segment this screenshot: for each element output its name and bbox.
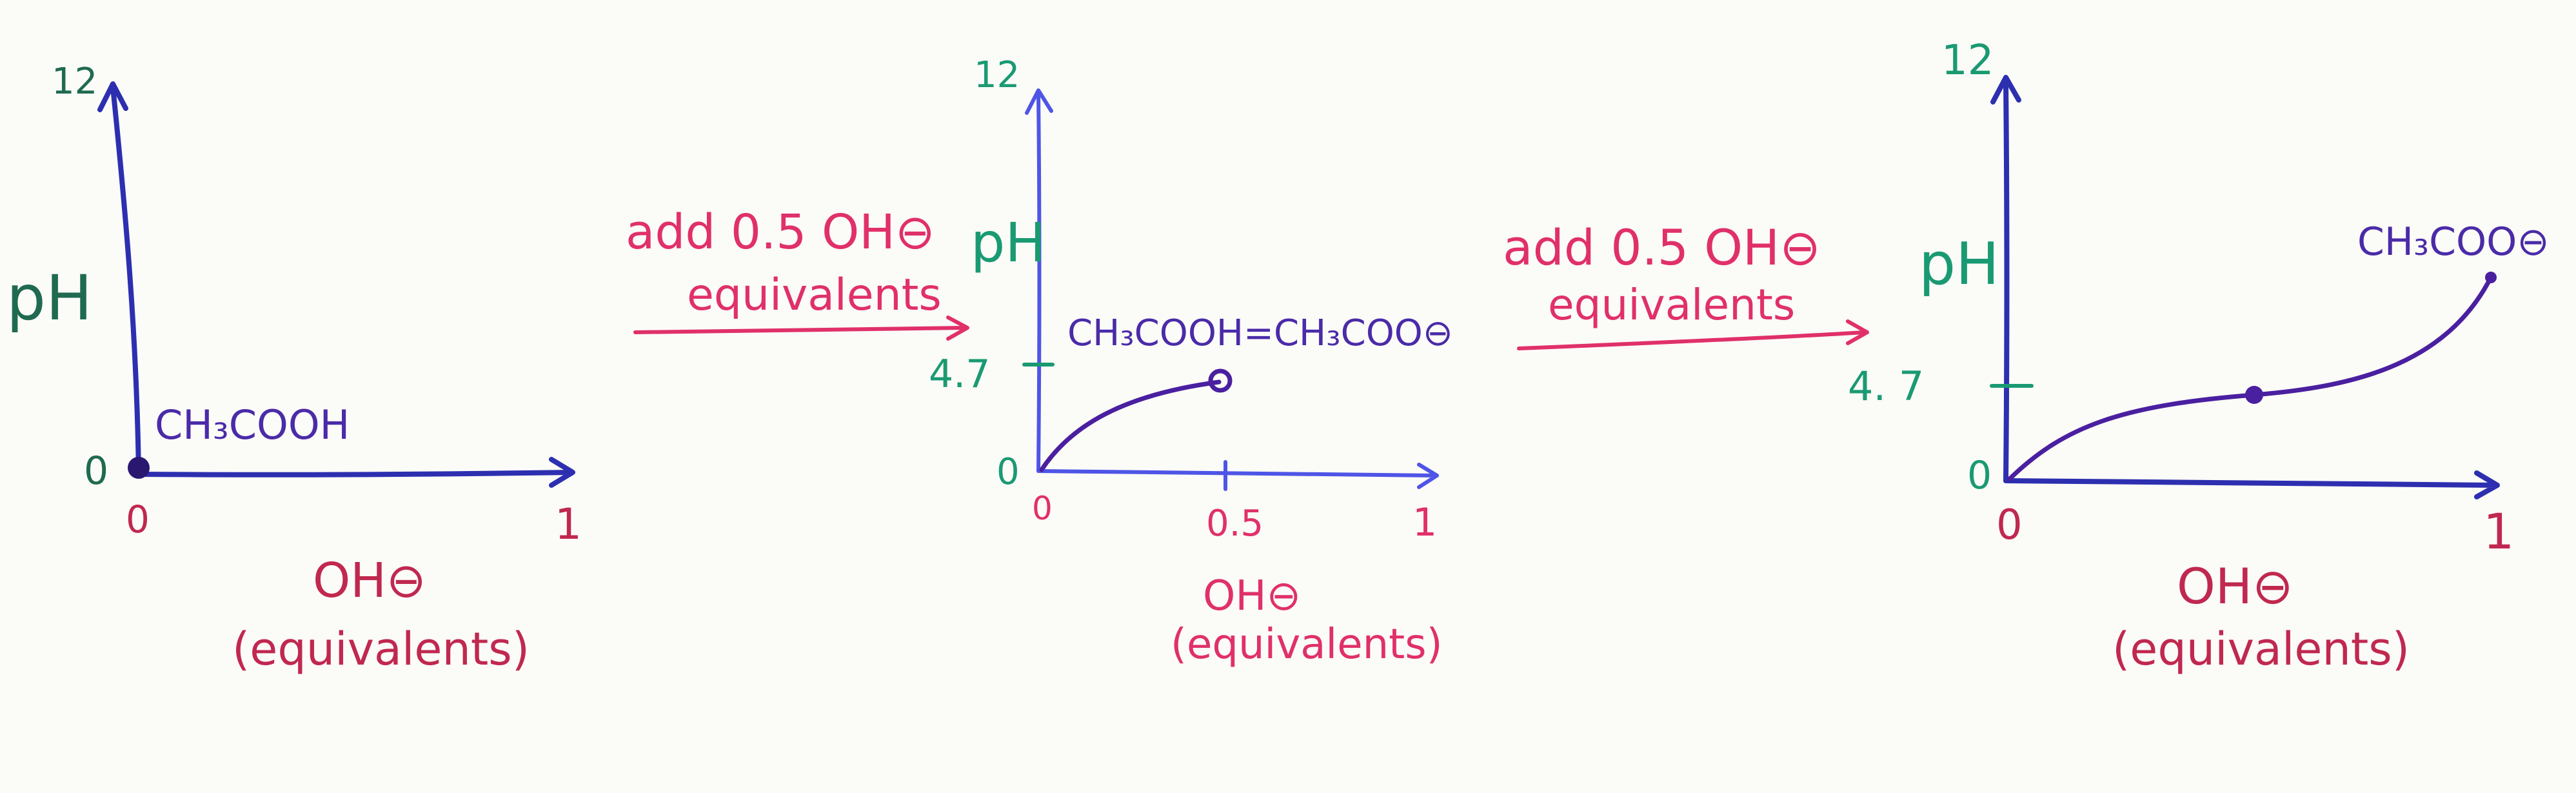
panel3-x-axis-sublabel: (equivalents) <box>2112 623 2410 676</box>
panel2-y-axis <box>1025 88 1053 473</box>
panel3-x-zero-label: 0 <box>1996 501 2023 549</box>
panel3-y-mid-label: 4. 7 <box>1848 363 1924 410</box>
panel3-y-zero-label: 0 <box>1967 453 1992 498</box>
panel2-half-equivalence-point <box>1208 368 1233 393</box>
panel1-y-axis <box>97 81 141 477</box>
panel3-half-equivalence-point <box>2245 386 2263 404</box>
transition-arrow-2: add 0.5 OH⊖ equivalents <box>1503 219 1869 350</box>
panel-2-half-equivalence: 12 pH 4.7 0 0 0.5 1 CH₃COOH=CH₃COO⊖ OH⊖ … <box>929 54 1453 668</box>
panel1-y-axis-label: pH <box>6 262 92 334</box>
panel2-x-axis <box>1036 463 1439 489</box>
panel1-x-one-label: 1 <box>555 499 582 549</box>
panel1-x-axis-sublabel: (equivalents) <box>232 623 530 676</box>
panel3-titration-curve <box>2006 275 2493 482</box>
arrow2-line1: add 0.5 OH⊖ <box>1503 219 1821 276</box>
arrow1-line2: equivalents <box>687 270 942 321</box>
panel2-species-label: CH₃COOH=CH₃COO⊖ <box>1067 312 1453 354</box>
panel1-x-zero-label: 0 <box>126 497 150 541</box>
transition-arrow-1: add 0.5 OH⊖ equivalents <box>626 205 969 341</box>
arrow1-shaft <box>633 316 969 341</box>
panel3-y-axis-label: pH <box>1919 230 1999 298</box>
arrow2-line2: equivalents <box>1548 280 1795 330</box>
panel1-start-point <box>128 457 150 479</box>
panel2-x-axis-sublabel: (equivalents) <box>1171 621 1443 668</box>
panel2-titration-curve <box>1039 379 1222 472</box>
panel-1-initial: 12 pH 0 0 1 CH₃COOH OH⊖ (equivalents) <box>6 61 582 676</box>
panel3-y-top-label: 12 <box>1941 37 1994 85</box>
panel3-endpoint <box>2485 272 2497 283</box>
panel1-species-label: CH₃COOH <box>155 401 350 448</box>
panel3-x-one-label: 1 <box>2483 503 2514 560</box>
panel2-x-axis-label: OH⊖ <box>1203 572 1301 620</box>
panel2-x-one-label: 1 <box>1412 500 1437 545</box>
panel-3-equivalence: 12 pH 4. 7 0 0 1 CH₃COO⊖ OH⊖ (equivalent… <box>1848 37 2550 676</box>
panel2-y-mid-label: 4.7 <box>929 352 990 397</box>
arrow1-line1: add 0.5 OH⊖ <box>626 205 935 260</box>
panel1-y-top-label: 12 <box>52 61 97 103</box>
panel2-x-mid-label: 0.5 <box>1206 503 1263 545</box>
panel3-y-axis <box>1990 75 2021 483</box>
panel3-x-axis-label: OH⊖ <box>2177 557 2294 615</box>
panel2-y-axis-label: pH <box>971 211 1045 274</box>
panel2-y-top-label: 12 <box>974 54 1020 96</box>
panel1-y-zero-label: 0 <box>84 448 108 494</box>
arrow2-shaft <box>1517 319 1869 350</box>
panel2-y-zero-label: 0 <box>996 451 1020 493</box>
panel1-x-axis-label: OH⊖ <box>313 553 426 608</box>
panel2-x-zero-label: 0 <box>1032 490 1053 527</box>
panel3-species-label: CH₃COO⊖ <box>2357 219 2550 265</box>
panel3-x-axis <box>2003 470 2500 499</box>
panel1-x-axis <box>136 457 575 488</box>
